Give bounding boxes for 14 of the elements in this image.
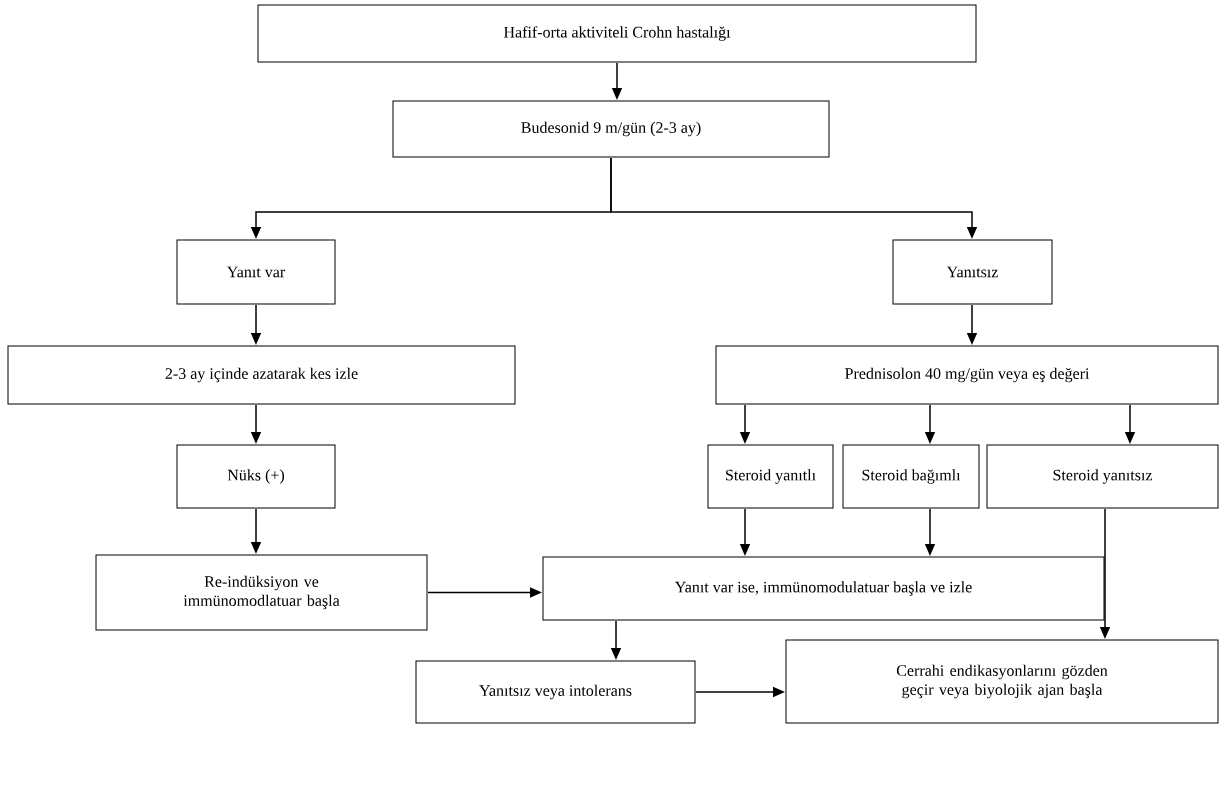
process-box: Nüks (+) [176, 444, 336, 509]
process-box: Re-indüksiyon ve immünomodlatuar başla [95, 554, 428, 631]
process-box: Yanıtsız veya intolerans [415, 660, 696, 724]
process-box: Steroid yanıtsız [986, 444, 1219, 509]
process-box: Steroid yanıtlı [707, 444, 834, 509]
process-box: Prednisolon 40 mg/gün veya eş değeri [715, 345, 1219, 405]
process-box: Cerrahi endikasyonlarını gözden geçir veya biyolojik ajan başla [785, 639, 1219, 724]
process-box: Hafif-orta aktiviteli Crohn hastalığı [257, 4, 977, 63]
process-box: Budesonid 9 m/gün (2-3 ay) [392, 100, 830, 158]
process-box: 2-3 ay içinde azatarak kes izle [7, 345, 516, 405]
process-box: Yanıt var [176, 239, 336, 305]
process-box: Yanıtsız [892, 239, 1053, 305]
process-box: Steroid bağımlı [842, 444, 980, 509]
process-box: Yanıt var ise, immünomodulatuar başla ve izle [542, 556, 1105, 621]
